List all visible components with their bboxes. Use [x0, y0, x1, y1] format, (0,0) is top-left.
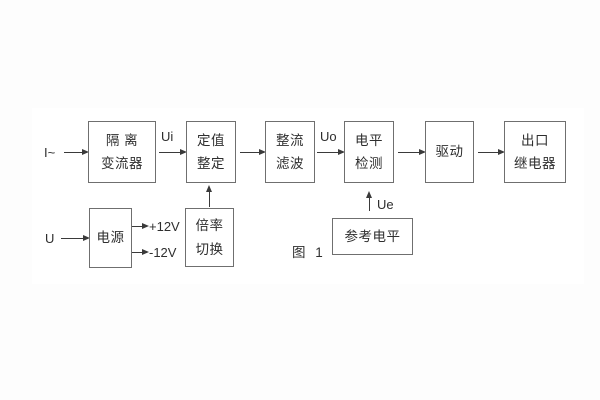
block-line: 变流器	[101, 156, 143, 171]
block-line: 电平	[355, 132, 383, 148]
arrow-rectifier-to-level	[317, 149, 345, 155]
block-line: 参考电平	[344, 228, 401, 244]
block-drive: 驱动	[425, 121, 474, 183]
signal-ui-label: Ui	[161, 129, 174, 144]
block-power-supply: 电源	[89, 208, 132, 268]
block-reference-level: 参考电平	[332, 218, 413, 255]
arrow-reference-to-level	[366, 191, 372, 211]
supply-plus12v-label: +12V	[149, 219, 180, 234]
block-line: 整定	[197, 156, 225, 171]
arrow-drive-to-output	[478, 149, 505, 155]
block-isolation-transformer: 隔 离 变流器	[88, 121, 156, 183]
block-line: 切换	[195, 241, 224, 257]
arrow-setting-to-rectifier	[240, 149, 266, 155]
input-voltage-label: U	[45, 231, 55, 246]
block-line: 整流	[276, 132, 304, 148]
arrow-power-plus12v	[132, 223, 149, 229]
arrow-power-minus12v	[132, 249, 149, 255]
arrow-isolation-to-setting	[159, 149, 187, 155]
block-rectifier-filter: 整流 滤波	[265, 121, 315, 183]
arrow-ratio-to-setting	[206, 185, 212, 207]
input-current-label: I~	[44, 145, 56, 160]
block-output-relay: 出口 继电器	[504, 121, 566, 183]
block-ratio-switch: 倍率 切换	[185, 208, 234, 267]
block-line: 驱动	[435, 144, 464, 160]
figure-caption: 图 1	[292, 245, 326, 260]
block-line: 倍率	[195, 218, 224, 233]
arrow-voltage-to-power	[61, 235, 90, 241]
arrow-level-to-drive	[398, 149, 426, 155]
block-line: 出口	[521, 132, 549, 148]
block-line: 滤波	[276, 156, 304, 171]
block-setting-adjust: 定值 整定	[186, 121, 236, 183]
block-line: 定值	[197, 132, 225, 148]
signal-ue-label: Ue	[377, 197, 394, 212]
signal-uo-label: Uo	[320, 129, 337, 144]
block-line: 隔 离	[105, 132, 139, 148]
supply-minus12v-label: -12V	[149, 245, 177, 260]
block-line: 继电器	[514, 156, 556, 171]
block-line: 检测	[355, 156, 383, 171]
block-level-detection: 电平 检测	[344, 121, 394, 183]
block-line: 电源	[96, 230, 125, 246]
arrow-current-to-isolation	[64, 149, 89, 155]
